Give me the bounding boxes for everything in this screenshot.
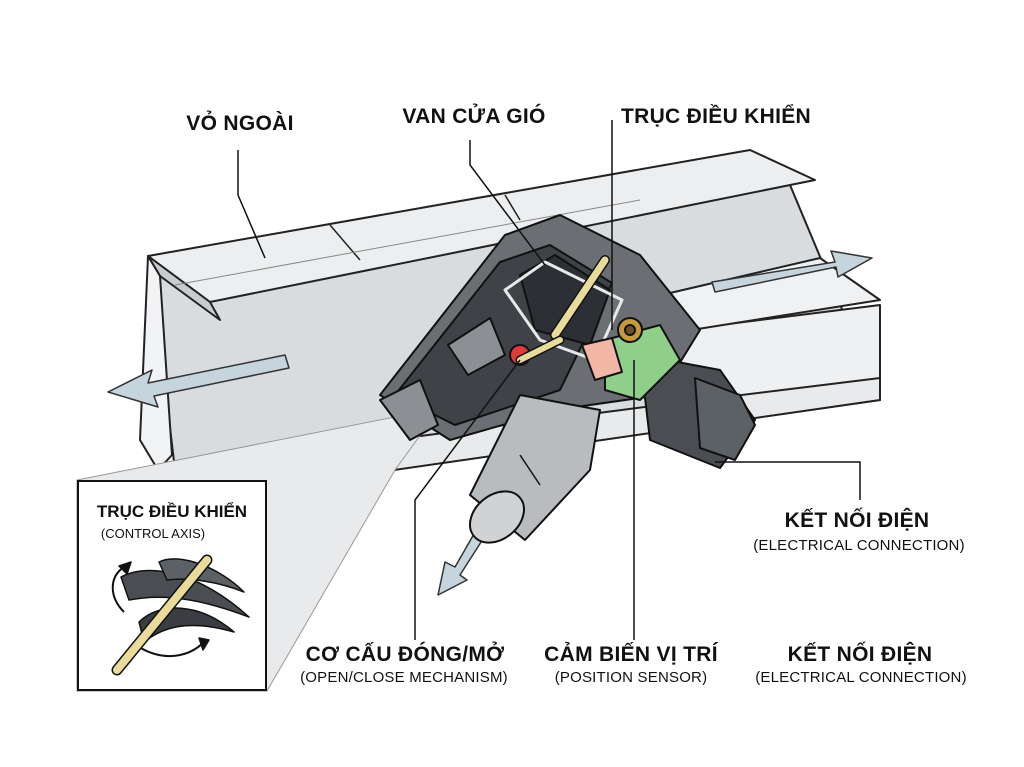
leader-outer-shell — [237, 150, 266, 259]
label-electrical-connection-right: KẾT NỐI ĐIỆN — [784, 509, 930, 532]
label-open-close-mechanism: CƠ CẤU ĐÓNG/MỞ — [305, 643, 505, 666]
label-control-shaft: TRỤC ĐIỀU KHIỂN — [621, 105, 812, 128]
label-position-sensor-en: (POSITION SENSOR) — [554, 669, 708, 686]
actuator-assembly — [379, 214, 756, 544]
leader-air-valve — [469, 140, 546, 266]
label-electrical-connection-right-en: (ELECTRICAL CONNECTION) — [753, 537, 965, 554]
label-open-close-mechanism-en: (OPEN/CLOSE MECHANISM) — [300, 669, 508, 686]
inset-title: TRỤC ĐIỀU KHIỂN — [96, 502, 248, 521]
label-position-sensor: CẢM BIẾN VỊ TRÍ — [544, 643, 718, 666]
label-air-valve: VAN CỬA GIÓ — [402, 105, 546, 128]
label-electrical-connection-bottom-en: (ELECTRICAL CONNECTION) — [755, 669, 967, 686]
arrow-left — [107, 354, 290, 408]
leader-electrical — [715, 461, 861, 500]
inset-subtitle: (CONTROL AXIS) — [100, 526, 206, 541]
control-axis-illustration — [111, 554, 250, 676]
arrow-right — [711, 250, 873, 293]
leader-mechanism — [414, 359, 521, 640]
label-electrical-connection-bottom: KẾT NỐI ĐIỆN — [787, 643, 933, 666]
leader-lines — [237, 120, 861, 640]
control-axis-inset: TRỤC ĐIỀU KHIỂN (CONTROL AXIS) — [77, 480, 267, 691]
label-outer-shell: VỎ NGOÀI — [186, 112, 294, 135]
